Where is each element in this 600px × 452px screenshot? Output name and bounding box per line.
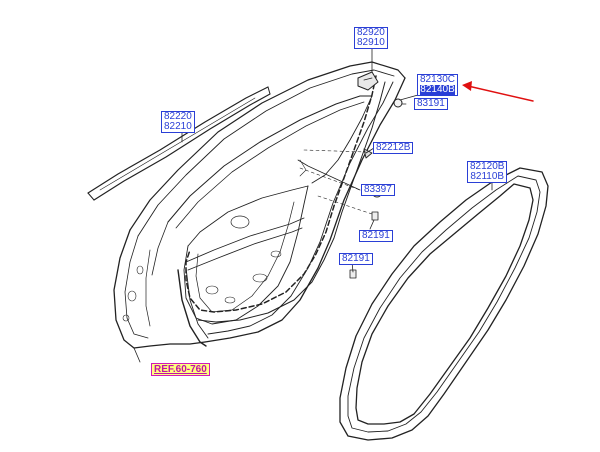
door-weatherstrip xyxy=(185,75,386,323)
callout-arrow xyxy=(467,85,534,102)
clip-82920 xyxy=(357,71,379,91)
door-frame xyxy=(129,61,406,343)
construction-lines xyxy=(299,149,373,215)
part-82210: 82210 xyxy=(164,121,192,132)
label-82212b[interactable]: 82212B xyxy=(373,142,414,154)
label-82920-82910[interactable]: 82920 82910 xyxy=(354,27,388,49)
part-82140b-highlighted: 82140B xyxy=(420,84,456,95)
label-83397[interactable]: 83397 xyxy=(361,184,395,196)
label-82191-lower[interactable]: 82191 xyxy=(339,253,373,265)
part-82220: 82220 xyxy=(164,111,192,122)
body-weatherstrip xyxy=(339,167,549,441)
bottom-seal xyxy=(177,269,207,347)
bottom-seal-inner xyxy=(185,267,209,339)
label-82120b-82110b[interactable]: 82120B 82110B xyxy=(467,161,508,183)
part-82910: 82910 xyxy=(357,37,385,48)
reference-link[interactable]: REF.60-760 xyxy=(151,363,210,376)
belt-moulding xyxy=(87,86,271,201)
label-82191-upper[interactable]: 82191 xyxy=(359,230,393,242)
door-panel xyxy=(113,159,309,349)
arrow-head xyxy=(462,81,472,91)
label-82130c-82140b[interactable]: 82130C 82140B xyxy=(417,74,459,96)
label-82220-82210[interactable]: 82220 82210 xyxy=(161,111,195,133)
part-82920: 82920 xyxy=(357,27,385,38)
part-82120b: 82120B xyxy=(470,161,505,172)
part-82130c: 82130C xyxy=(420,74,456,85)
label-83191[interactable]: 83191 xyxy=(414,98,448,110)
part-82110b: 82110B xyxy=(470,171,505,182)
bolt-82212b xyxy=(363,148,373,159)
grommet-83191 xyxy=(393,98,403,108)
pin-82191-a xyxy=(371,211,379,221)
